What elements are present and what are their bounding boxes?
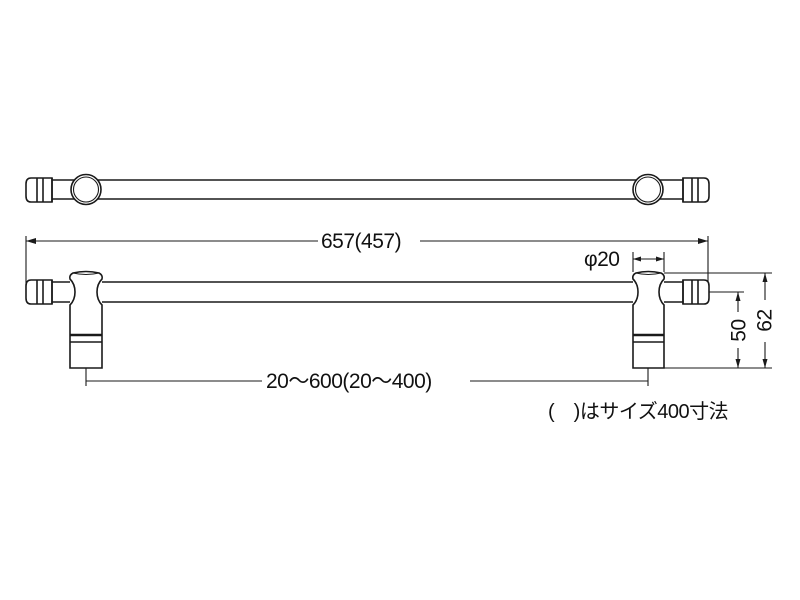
front-right-end-cap [682, 279, 710, 305]
size-note: ( )はサイズ400寸法 [548, 401, 729, 423]
mounting-pitch-dimension [85, 368, 649, 386]
top-left-end-cap [25, 177, 53, 203]
diameter-label: φ20 [584, 248, 620, 271]
top-left-post-circle [70, 173, 102, 206]
height-dimensions [664, 272, 772, 369]
front-left-post [69, 270, 103, 369]
top-right-post-circle [632, 173, 664, 206]
front-left-end-cap [25, 279, 53, 305]
diameter-dimension [632, 252, 665, 272]
top-right-end-cap [682, 177, 710, 203]
top-view [25, 173, 710, 206]
height-50-label: 50 [727, 319, 751, 342]
front-view [25, 270, 710, 369]
front-right-post [632, 270, 665, 369]
overall-length-label: 657(457) [321, 230, 402, 253]
mounting-pitch-label: 20～600(20～400) [266, 370, 432, 393]
height-62-label: 62 [753, 309, 777, 332]
